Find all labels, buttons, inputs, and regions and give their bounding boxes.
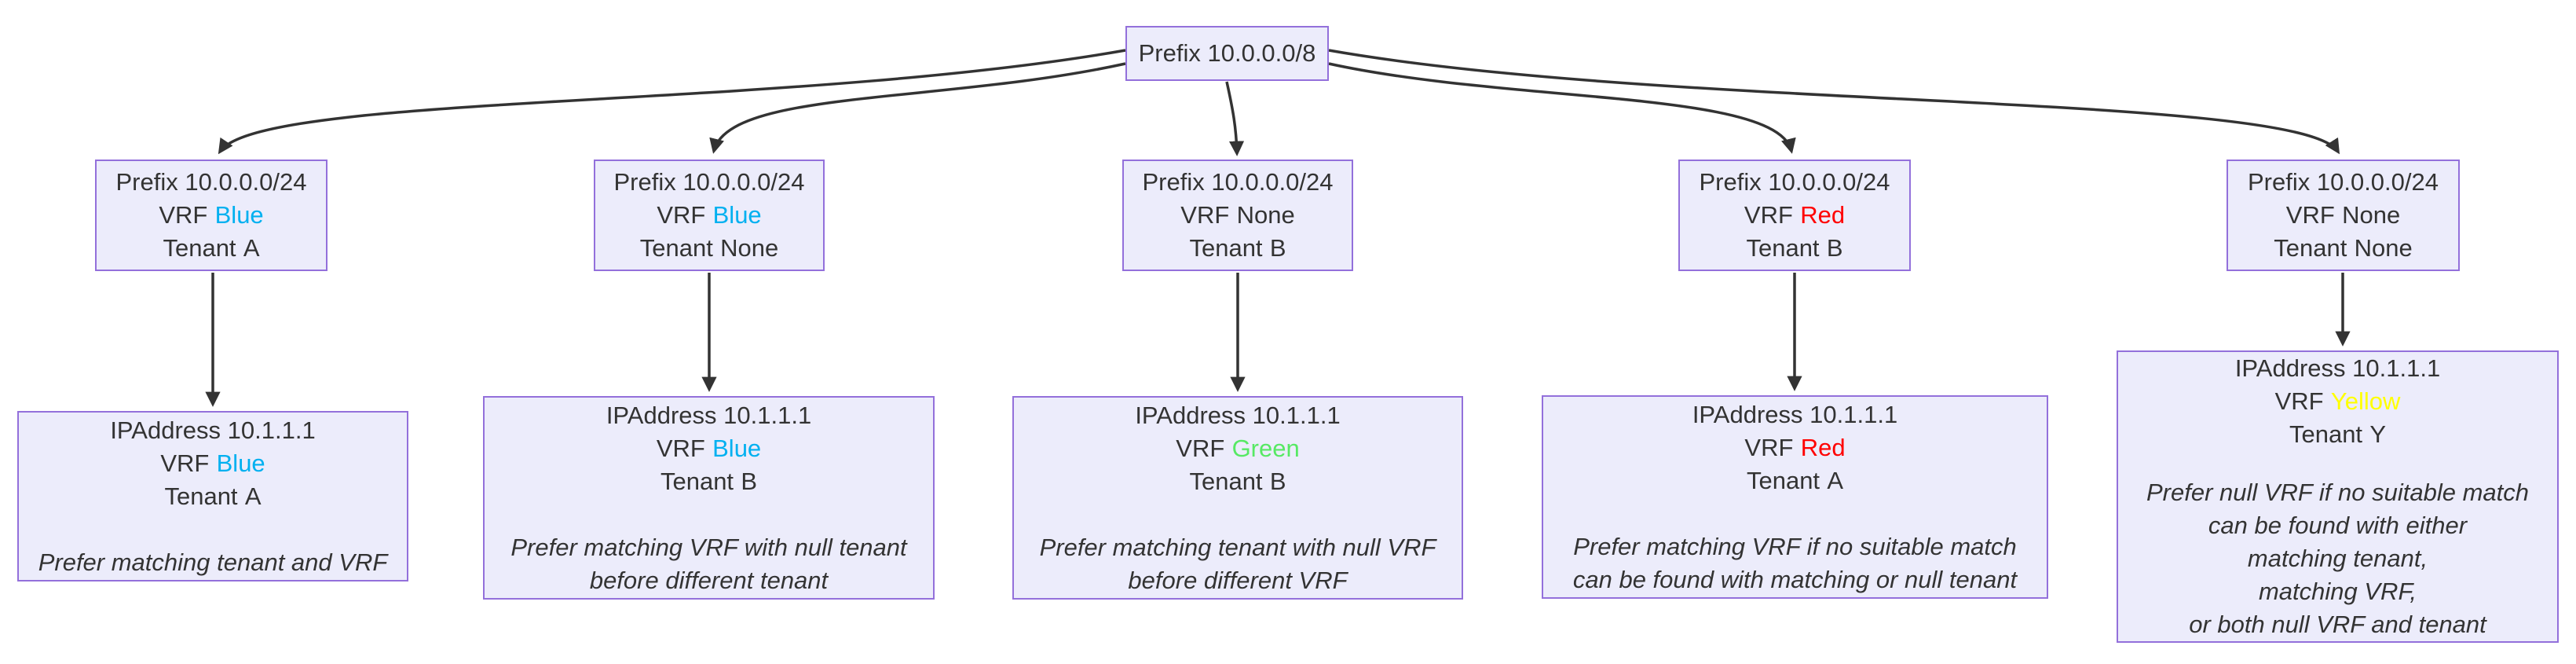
vrf-value: Blue	[216, 449, 265, 477]
tenant-value: A	[243, 234, 260, 262]
vrf-value: Red	[1800, 201, 1846, 229]
vrf-label: VRF	[657, 201, 706, 229]
vrf-label: VRF	[2285, 201, 2335, 229]
tenant-value: B	[1269, 467, 1286, 495]
vrf-label: VRF	[656, 434, 705, 462]
tenant-value: B	[741, 467, 758, 495]
preference-caption-line: Prefer matching tenant with null VRF	[1039, 533, 1436, 561]
tenant-label: Tenant	[1746, 466, 1820, 494]
node-title: IPAddress 10.1.1.1	[1135, 401, 1341, 429]
node-title: IPAddress 10.1.1.1	[110, 416, 316, 444]
tenant-label: Tenant	[1189, 234, 1263, 262]
edge-root-to-prefix-4	[1328, 62, 1796, 154]
node-title: IPAddress 10.1.1.1	[606, 401, 812, 429]
vrf-value: None	[1236, 201, 1295, 229]
preference-caption-line: Prefer matching VRF with null tenant	[510, 533, 907, 561]
vrf-label: VRF	[2274, 387, 2324, 415]
vrf-label: VRF	[1744, 433, 1794, 461]
tenant-value: Y	[2369, 420, 2387, 448]
preference-caption-line: before different tenant	[589, 566, 829, 594]
vrf-label: VRF	[160, 449, 210, 477]
edge-root-to-prefix-5	[1328, 49, 2340, 155]
tenant-label: Tenant	[163, 234, 236, 262]
vrf-value: None	[2342, 201, 2401, 229]
vrf-value: Blue	[214, 201, 264, 229]
tenant-value: A	[244, 482, 262, 510]
edge-root-to-prefix-2	[709, 62, 1126, 154]
tenant-value: None	[720, 234, 779, 262]
tenant-label: Tenant	[164, 482, 238, 510]
node-title: Prefix 10.0.0.0/24	[2248, 168, 2439, 196]
tenant-label: Tenant	[2274, 234, 2347, 262]
preference-caption-line: or both null VRF and tenant	[2189, 611, 2486, 638]
vrf-label: VRF	[1176, 434, 1225, 462]
node-title: IPAddress 10.1.1.1	[2234, 354, 2441, 382]
node-title: Prefix 10.0.0.0/24	[613, 168, 805, 196]
preference-caption-line: matching tenant,	[2247, 545, 2428, 572]
preference-caption-line: matching VRF,	[2258, 578, 2417, 605]
vrf-label: VRF	[1744, 201, 1793, 229]
vrf-value: Yellow	[2330, 387, 2401, 415]
preference-caption-line: Prefer null VRF if no suitable match	[2146, 479, 2530, 506]
preference-caption-line: can be found with matching or null tenan…	[1572, 565, 2018, 593]
node-title: Prefix 10.0.0.0/24	[115, 168, 307, 196]
tenant-value: None	[2354, 234, 2413, 262]
node-title: Prefix 10.0.0.0/8	[1138, 39, 1316, 67]
vrf-value: Blue	[712, 201, 762, 229]
tenant-label: Tenant	[660, 467, 734, 495]
vrf-value: Blue	[712, 434, 762, 462]
tenant-label: Tenant	[1189, 467, 1263, 495]
vrf-label: VRF	[159, 201, 208, 229]
vrf-value: Green	[1231, 434, 1300, 462]
tenant-value: B	[1826, 234, 1843, 262]
node-title: Prefix 10.0.0.0/24	[1699, 168, 1890, 196]
node-title: Prefix 10.0.0.0/24	[1142, 168, 1334, 196]
vrf-label: VRF	[1180, 201, 1230, 229]
preference-caption-line: Prefer matching VRF if no suitable match	[1573, 532, 2017, 560]
root-prefix-node: Prefix 10.0.0.0/8	[1125, 26, 1329, 81]
tenant-label: Tenant	[1746, 234, 1820, 262]
tenant-value: A	[1827, 466, 1844, 494]
node-title: IPAddress 10.1.1.1	[1692, 400, 1898, 428]
edge-root-to-prefix-1	[218, 49, 1126, 155]
tenant-label: Tenant	[2289, 420, 2363, 448]
tenant-label: Tenant	[639, 234, 713, 262]
tenant-value: B	[1269, 234, 1286, 262]
preference-caption-line: Prefer matching tenant and VRF	[38, 548, 388, 576]
vrf-value: Red	[1800, 433, 1846, 461]
edge-root-to-prefix-3	[1225, 81, 1245, 156]
preference-caption-line: before different VRF	[1128, 566, 1348, 594]
preference-caption-line: can be found with either	[2208, 512, 2468, 539]
